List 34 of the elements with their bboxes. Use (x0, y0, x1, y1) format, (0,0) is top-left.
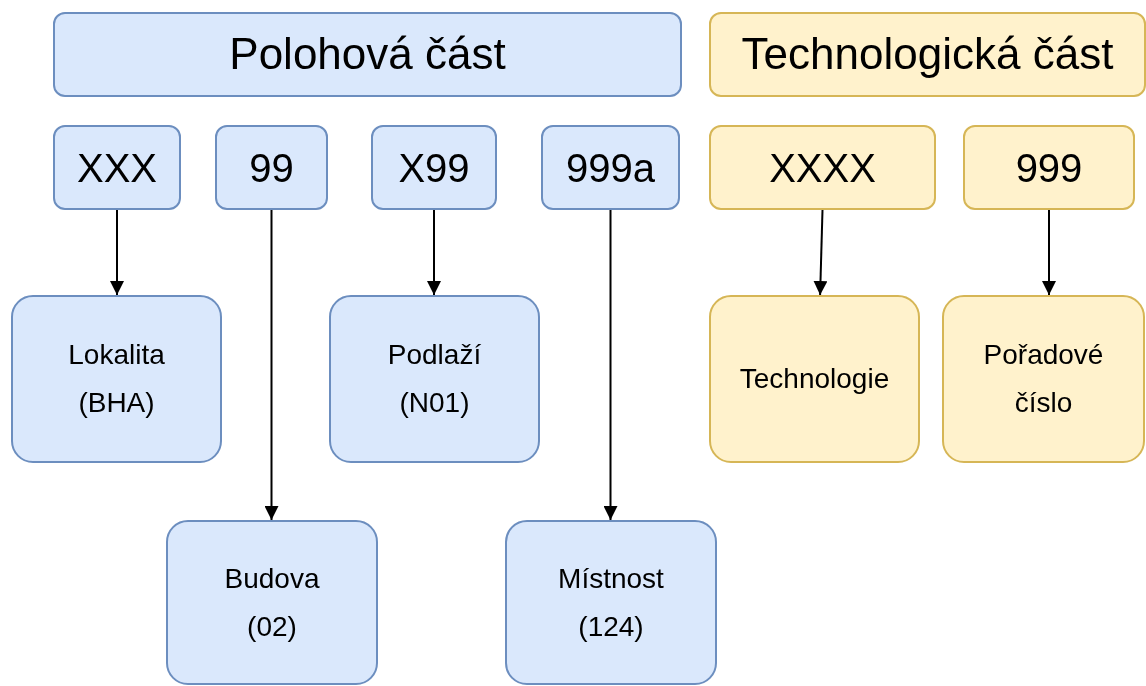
code-segment-box (371, 125, 497, 210)
meaning-box (166, 520, 378, 685)
code-segment-box (963, 125, 1135, 210)
field-label: Technologie (739, 362, 890, 397)
meaning-box (505, 520, 717, 685)
field-label: Budova (02) (223, 561, 321, 644)
section-title: Technologická část (741, 28, 1114, 81)
meaning-box (942, 295, 1145, 463)
code-segment-box (53, 125, 181, 210)
meaning-box (11, 295, 222, 463)
code-text: 999a (566, 144, 655, 192)
code-segment-box (541, 125, 680, 210)
code-segment-box (709, 125, 936, 210)
field-label: Lokalita (BHA) (67, 338, 166, 420)
section-header-box (53, 12, 682, 97)
field-label: Místnost (124) (557, 561, 665, 644)
section-title: Polohová část (229, 28, 506, 81)
arrow (603, 209, 618, 521)
field-label: Podlaží (N01) (386, 338, 483, 420)
section-header-box (709, 12, 1146, 97)
arrow (427, 209, 441, 296)
code-text: XXX (76, 144, 157, 192)
field-label: Pořadové číslo (982, 338, 1105, 420)
meaning-box (329, 295, 540, 463)
arrow (264, 209, 279, 521)
code-text: XXXX (769, 144, 876, 192)
code-segment-box (215, 125, 328, 210)
arrow (110, 209, 124, 296)
code-text: 999 (1015, 144, 1083, 192)
arrow (813, 209, 828, 296)
code-text: X99 (398, 144, 470, 192)
arrow (1042, 209, 1056, 296)
meaning-box (709, 295, 920, 463)
code-text: 99 (249, 144, 294, 192)
